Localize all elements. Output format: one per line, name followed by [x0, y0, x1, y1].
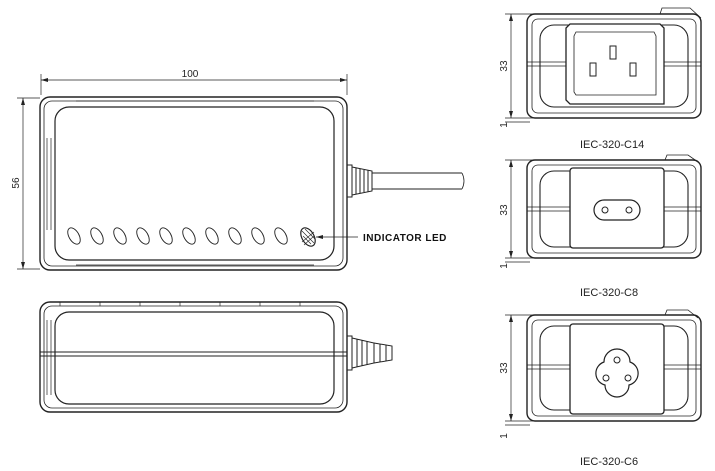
c8-offset-label: 1 — [499, 263, 510, 269]
side-strain-relief — [346, 335, 393, 371]
connector-c6-view: 33 1 IEC-320-C6 — [499, 309, 702, 468]
connector-c8-caption: IEC-320-C8 — [580, 287, 638, 299]
adapter-top-view: 100 56 — [11, 69, 465, 271]
indicator-led-label: INDICATOR LED — [363, 233, 447, 244]
c14-offset-label: 1 — [499, 122, 510, 128]
connector-c14-caption: IEC-320-C14 — [580, 139, 644, 151]
indicator-led — [300, 227, 316, 247]
cable-strain-relief — [346, 164, 465, 198]
adapter-side-view — [39, 301, 393, 413]
c14-height-label: 33 — [499, 60, 510, 72]
connector-c6-caption: IEC-320-C6 — [580, 456, 638, 468]
c6-cloverleaf-icon — [595, 348, 639, 398]
c6-height-label: 33 — [499, 362, 510, 374]
c6-offset-label: 1 — [499, 433, 510, 439]
connector-c8-view: 33 1 IEC-320-C8 — [499, 154, 702, 299]
c8-height-label: 33 — [499, 204, 510, 216]
width-dimension-label: 100 — [182, 69, 199, 80]
vent-slots — [67, 227, 288, 245]
connector-c14-view: 33 1 IEC-320-C14 — [499, 7, 702, 151]
height-dimension-label: 56 — [11, 177, 22, 189]
